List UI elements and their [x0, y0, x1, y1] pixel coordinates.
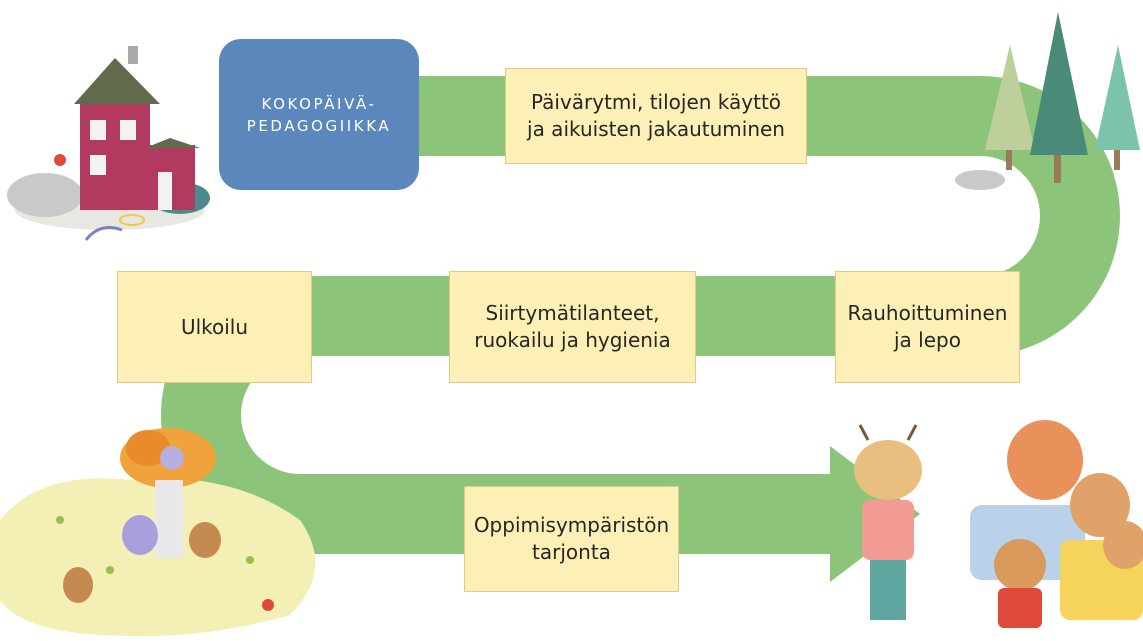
title-box: KOKOPÄIVÄ- PEDAGOGIIKKA: [219, 39, 419, 190]
meadow-animals-illustration: [0, 428, 316, 637]
deer-bear-family-illustration: [854, 420, 1143, 628]
step-box-ulkoilu: Ulkoilu: [117, 271, 312, 383]
house-illustration: [7, 46, 210, 241]
step-box-paivarytmi: Päivärytmi, tilojen käyttö ja aikuisten …: [505, 68, 807, 164]
step-box-siirtymatilanteet: Siirtymätilanteet, ruokailu ja hygienia: [449, 271, 696, 383]
step-box-rauhoittuminen: Rauhoittuminen ja lepo: [835, 271, 1020, 383]
trees-illustration: [955, 12, 1140, 190]
step-box-oppimisymparisto: Oppimisympäristön tarjonta: [464, 486, 679, 592]
